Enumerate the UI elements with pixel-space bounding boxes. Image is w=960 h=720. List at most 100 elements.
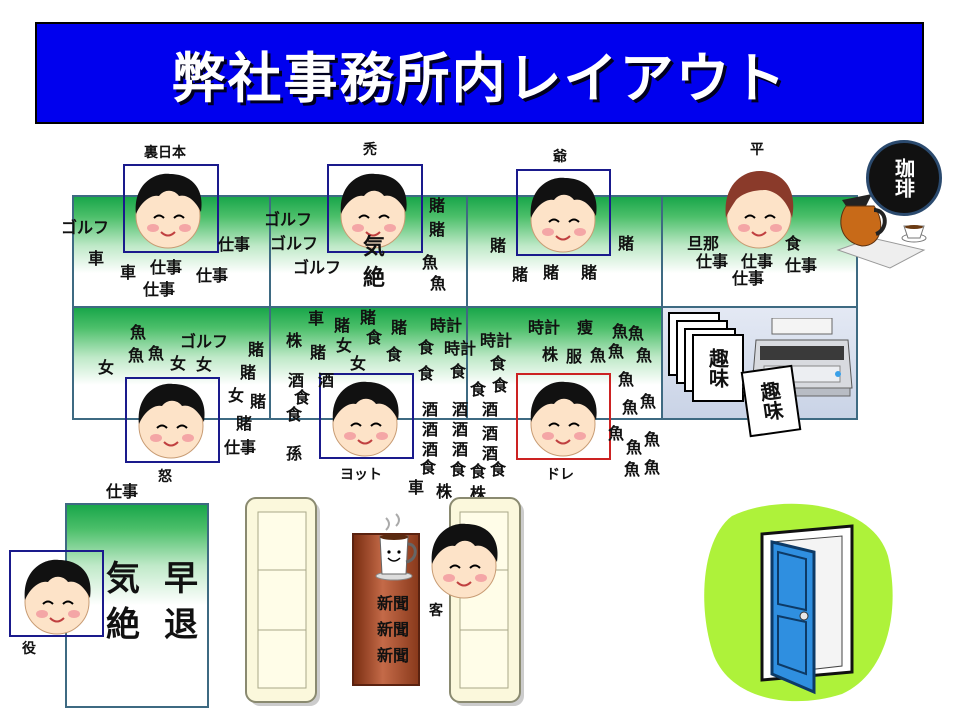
word-gamble: 賭 <box>429 220 446 239</box>
hobby-card-label: 趣味 <box>705 348 730 388</box>
word-woman: 女 <box>170 354 187 373</box>
word-newspaper: 新聞 <box>377 594 410 613</box>
word-gamble: 賭 <box>543 263 560 282</box>
word-fish: 魚 <box>608 342 625 361</box>
word-thin: 痩 <box>577 318 594 337</box>
word-drink: 酒 <box>482 424 499 443</box>
name-kyaku: 客 <box>429 603 443 619</box>
coffee-badge: 珈琲 <box>866 140 942 216</box>
face-hage <box>330 166 416 252</box>
word-drink: 酒 <box>452 400 469 419</box>
word-drink: 酒 <box>422 400 439 419</box>
word-fish: 魚 <box>430 274 447 293</box>
word-gamble: 賭 <box>240 363 257 382</box>
word-fish: 魚 <box>644 430 661 449</box>
name-setsu: 爺 <box>553 149 567 165</box>
word-work: 仕事 <box>732 269 765 288</box>
word-fish: 魚 <box>148 344 165 363</box>
word-fish: 魚 <box>618 370 635 389</box>
word-drink: 酒 <box>482 400 499 419</box>
face-yaku <box>14 552 100 638</box>
word-gamble: 賭 <box>490 236 507 255</box>
word-gamble: 賭 <box>512 265 529 284</box>
word-woman: 女 <box>196 355 213 374</box>
word-husband: 旦那 <box>687 234 720 253</box>
word-woman: 女 <box>350 354 367 373</box>
word-fish: 魚 <box>626 438 643 457</box>
name-uranihon: 裏日本 <box>144 145 186 161</box>
word-fish: 魚 <box>590 346 607 365</box>
word-car: 車 <box>120 263 137 282</box>
exit-door-icon[interactable] <box>702 496 900 704</box>
hobby-card-loose: 趣味 <box>740 364 802 438</box>
word-work: 仕事 <box>196 266 229 285</box>
word-leave: 退 <box>164 605 198 645</box>
word-food: 食 <box>450 460 467 479</box>
word-gamble: 賭 <box>391 318 408 337</box>
word-gamble: 賭 <box>581 263 598 282</box>
word-gamble: 賭 <box>334 316 351 335</box>
word-work: 仕事 <box>143 280 176 299</box>
name-hage: 禿 <box>363 142 377 158</box>
word-woman: 女 <box>98 358 115 377</box>
word-drink: 酒 <box>422 420 439 439</box>
face-hira <box>716 166 802 252</box>
word-golf: ゴルフ <box>293 258 342 277</box>
frame-uranihon <box>123 164 219 253</box>
name-dore: ドレ <box>546 467 574 483</box>
word-work: 仕事 <box>741 252 774 271</box>
word-fish: 魚 <box>608 424 625 443</box>
word-faint-top: 気 <box>363 235 386 260</box>
face-kyaku <box>421 516 507 602</box>
word-work: 仕事 <box>696 252 729 271</box>
word-stock: 株 <box>436 482 453 501</box>
word-work: 仕事 <box>224 438 257 457</box>
desk-bottom-3 <box>466 306 663 420</box>
word-fish: 魚 <box>644 458 661 477</box>
face-ikari <box>128 376 214 462</box>
word-gamble: 賭 <box>310 343 327 362</box>
word-faint-top: 気 <box>106 559 140 599</box>
face-uranihon <box>125 166 211 252</box>
word-work: 仕事 <box>785 256 818 275</box>
word-car: 車 <box>88 249 105 268</box>
word-woman: 女 <box>336 336 353 355</box>
word-gamble: 賭 <box>248 340 265 359</box>
hobby-card-label: 趣味 <box>755 379 786 423</box>
word-gamble: 賭 <box>618 234 635 253</box>
face-yotto <box>322 374 408 460</box>
word-golf: ゴルフ <box>264 210 313 229</box>
word-fish: 魚 <box>130 323 147 342</box>
name-ikari: 怒 <box>158 469 172 485</box>
word-drink: 酒 <box>452 420 469 439</box>
word-food: 食 <box>470 380 487 399</box>
name-yotto: ヨット <box>340 467 382 483</box>
frame-hage <box>327 164 423 253</box>
word-food: 食 <box>418 364 435 383</box>
word-grandchild: 孫 <box>286 444 303 463</box>
word-fish: 魚 <box>628 324 645 343</box>
word-gamble: 賭 <box>360 308 377 327</box>
word-food: 食 <box>366 328 383 347</box>
word-food: 食 <box>470 462 487 481</box>
word-food: 食 <box>490 460 507 479</box>
word-stock: 株 <box>542 345 559 364</box>
coffee-badge-label: 珈琲 <box>891 158 916 198</box>
word-golf: ゴルフ <box>61 218 110 237</box>
word-car: 車 <box>408 478 425 497</box>
word-newspaper: 新聞 <box>377 646 410 665</box>
word-fish: 魚 <box>422 253 439 272</box>
word-food: 食 <box>386 345 403 364</box>
word-gamble: 賭 <box>429 196 446 215</box>
word-drink: 酒 <box>452 440 469 459</box>
word-food: 食 <box>450 362 467 381</box>
word-food: 食 <box>420 458 437 477</box>
frame-yotto <box>319 373 414 459</box>
word-early: 早 <box>164 559 198 599</box>
name-hira: 平 <box>750 142 764 158</box>
word-fish: 魚 <box>640 392 657 411</box>
word-food: 食 <box>418 338 435 357</box>
word-food: 食 <box>785 234 802 253</box>
face-dore <box>520 374 606 460</box>
word-golf: ゴルフ <box>270 234 319 253</box>
